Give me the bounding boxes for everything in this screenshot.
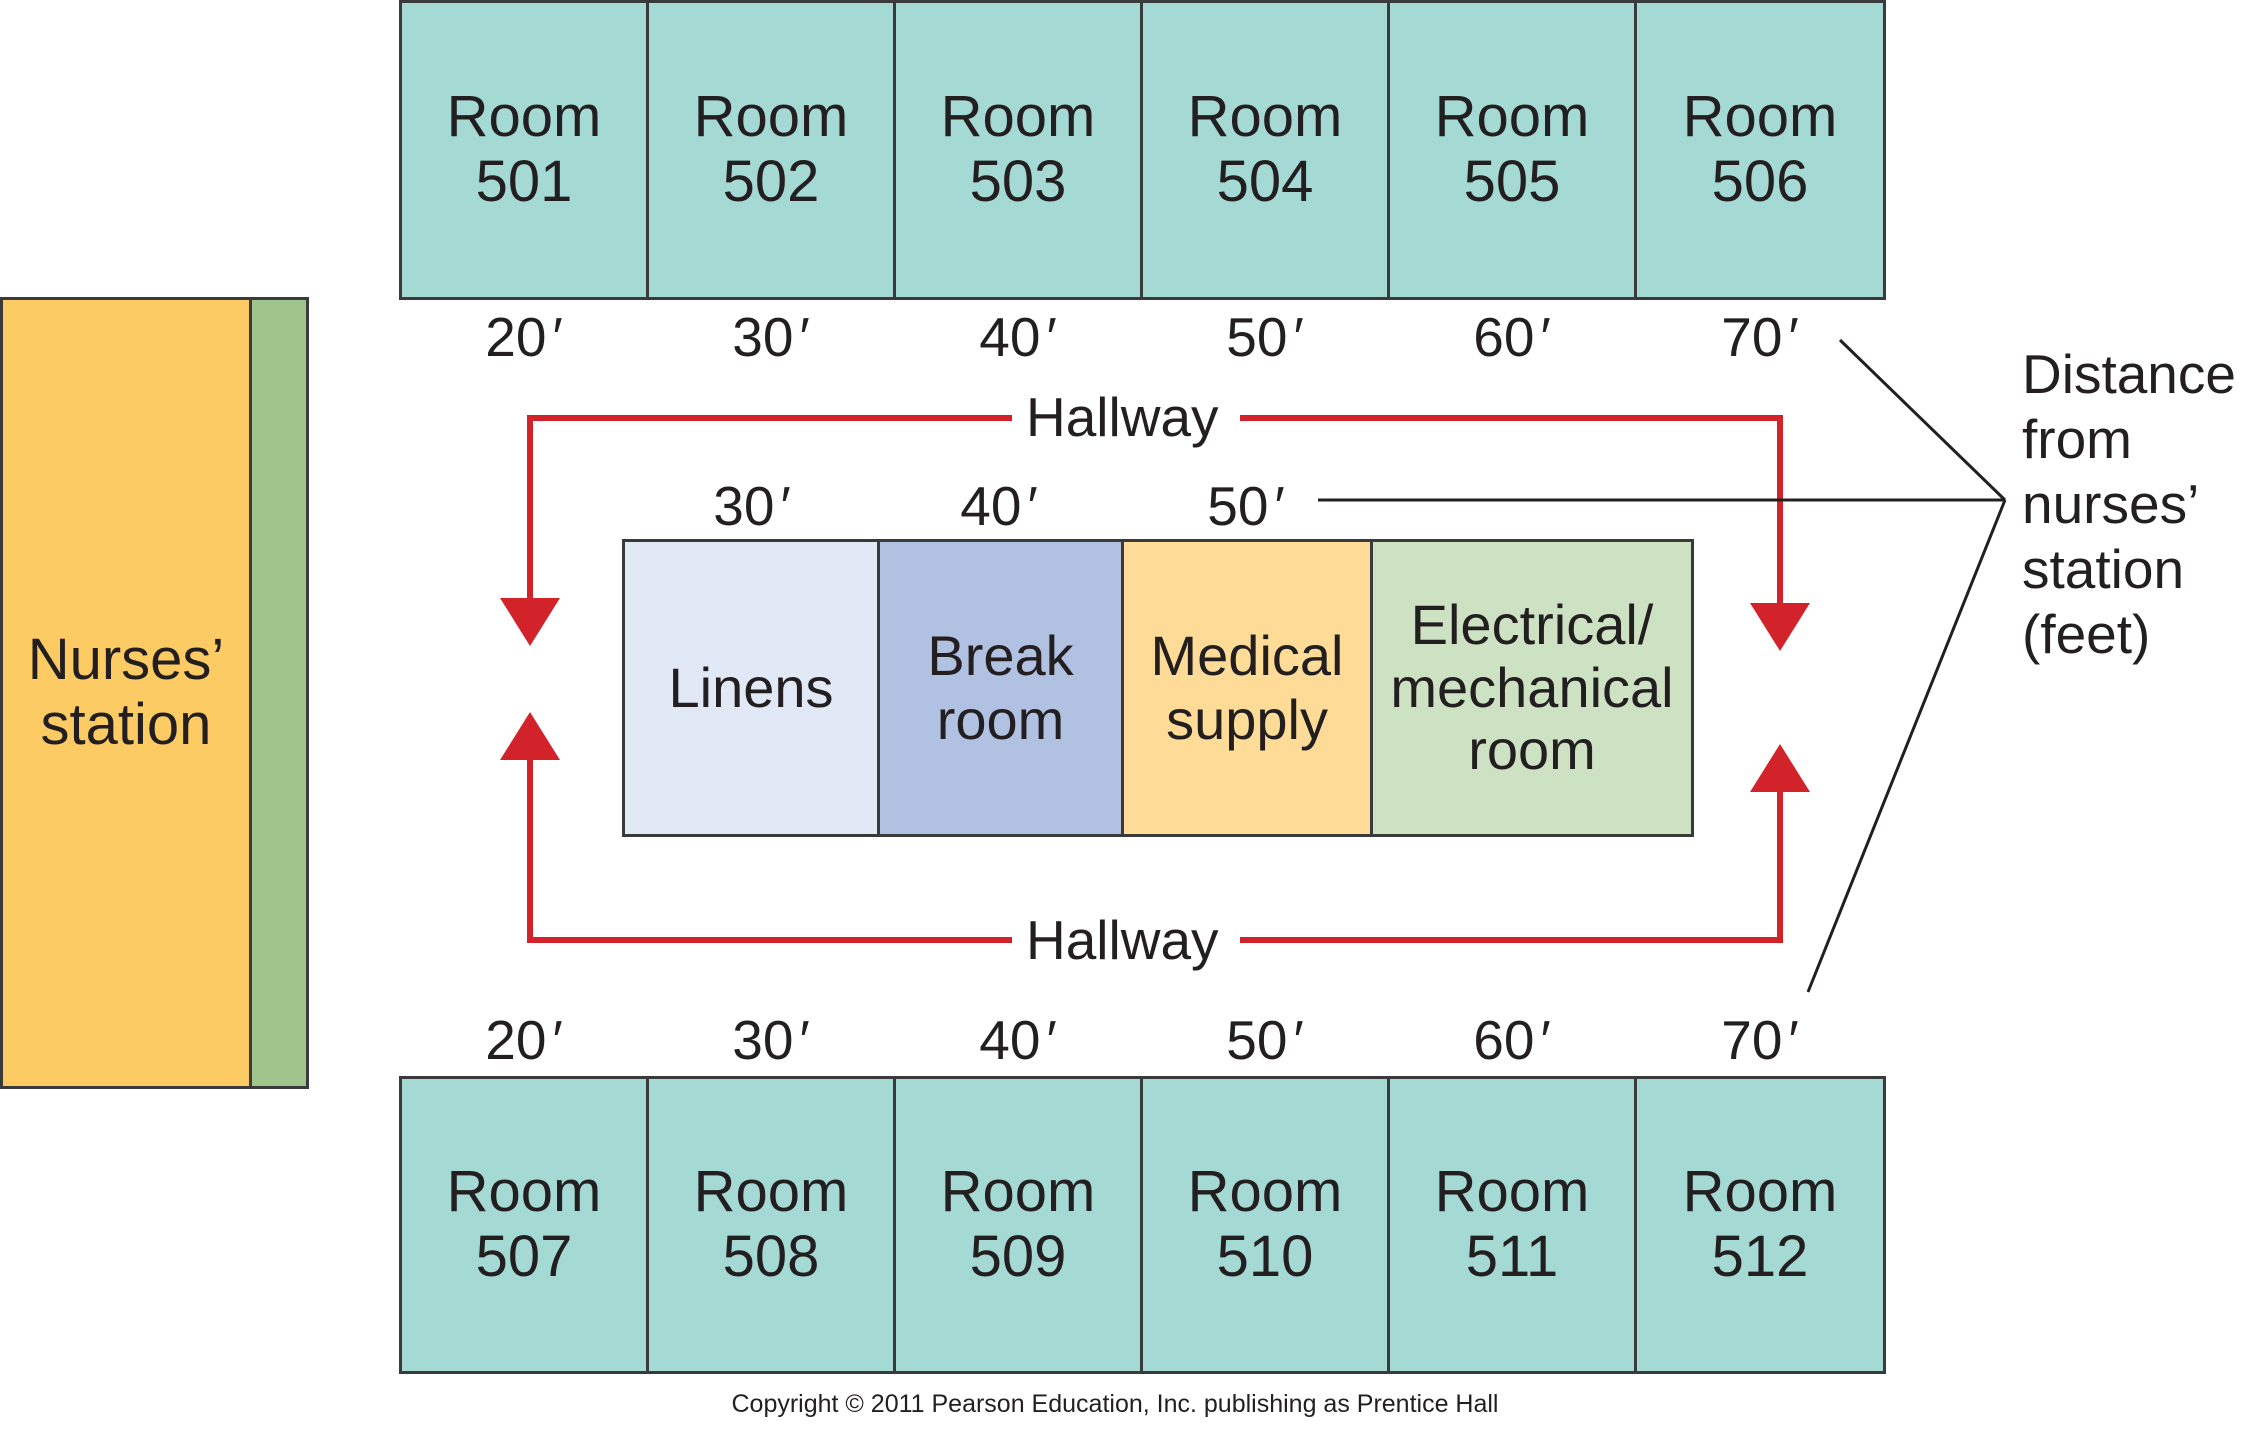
room-number: 501 [475,149,573,214]
room-label: Room [693,84,849,150]
hallway-arrow-bottom-right [1240,744,1810,943]
room-number: 504 [1216,149,1314,214]
room-number: 510 [1216,1224,1314,1289]
room-label: Room [1682,1159,1838,1225]
room-number: 508 [722,1224,820,1289]
room-label: Room [1434,84,1590,150]
hallway-arrow-top-right [1240,415,1810,651]
distance-label: 40 [918,1008,1118,1072]
electrical-label-line1: Electrical/ [1410,592,1654,656]
room-number: 503 [969,149,1067,214]
distance-label: 30 [671,305,871,369]
distance-label: 30 [652,474,852,538]
room-label: Room [1434,1159,1590,1225]
medical-supply-label-line2: supply [1166,688,1328,751]
room-label: Room [940,1159,1096,1225]
room-label: Room [446,1159,602,1225]
room-number: 502 [722,149,820,214]
distance-label: 70 [1660,305,1860,369]
distance-legend: Distance from nurses’ station (feet) [2022,342,2236,666]
room-label: Room [446,84,602,150]
legend-line4: station [2022,537,2185,600]
hallway-arrow-bottom-left [500,712,1020,943]
room-number: 512 [1711,1224,1809,1289]
medical-supply-room: Medical supply [1121,539,1373,837]
legend-line2: from [2022,407,2132,470]
distance-label: 20 [424,305,624,369]
hallway-label-bottom: Hallway [1012,913,1233,968]
legend-line1: Distance [2022,343,2236,405]
room-number: 506 [1711,149,1809,214]
linens-label: Linens [668,655,834,719]
legend-line3: nurses’ [2022,472,2200,535]
distance-label: 20 [424,1008,624,1072]
medical-supply-label-line1: Medical [1150,623,1344,687]
room-label: Room [1682,84,1838,150]
room-number: 509 [969,1224,1067,1289]
distance-label: 40 [899,474,1099,538]
room-label: Room [1187,84,1343,150]
distance-label: 50 [1146,474,1346,538]
hallway-label-top: Hallway [1012,390,1233,445]
room-label: Room [940,84,1096,150]
linens-room: Linens [622,539,880,837]
break-room: Break room [877,539,1124,837]
nurses-station-label-line2: station [40,692,212,757]
distance-label: 50 [1165,305,1365,369]
distance-label: 60 [1412,305,1612,369]
pointer-line-bottom [1806,499,2007,993]
electrical-mechanical-room: Electrical/ mechanical room [1370,539,1694,837]
pointer-line-top [1838,338,2007,502]
distance-label: 50 [1165,1008,1365,1072]
break-room-label-line1: Break [927,623,1074,687]
nurses-station-label-line1: Nurses’ [27,627,225,693]
room-label: Room [693,1159,849,1225]
distance-label: 40 [918,305,1118,369]
room-number: 507 [475,1224,573,1289]
distance-label: 60 [1412,1008,1612,1072]
electrical-label-line3: room [1468,718,1596,782]
room-label: Room [1187,1159,1343,1225]
legend-line5: (feet) [2022,602,2151,665]
distance-label: 30 [671,1008,871,1072]
hallway-arrow-top-left [500,415,1020,646]
room-number: 505 [1463,149,1561,214]
break-room-label-line2: room [936,688,1065,751]
electrical-label-line2: mechanical [1390,655,1674,719]
nurses-station: Nurses’ station [0,297,252,1089]
nurses-station-counter [249,297,309,1089]
copyright-notice: Copyright © 2011 Pearson Education, Inc.… [731,1390,1499,1418]
distance-label: 70 [1660,1008,1860,1072]
room-number: 511 [1465,1224,1559,1289]
